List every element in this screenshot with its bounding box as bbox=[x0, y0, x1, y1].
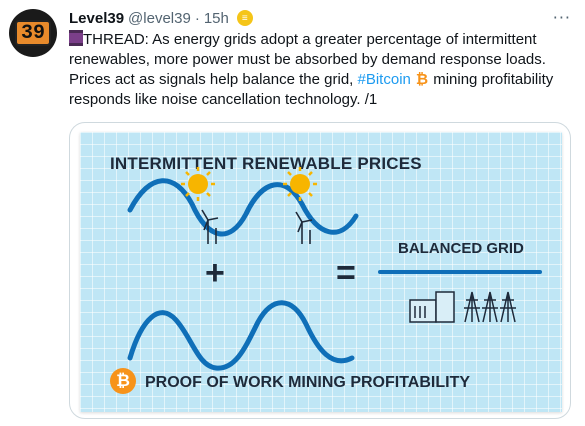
user-handle[interactable]: @level39 bbox=[128, 9, 191, 27]
plus-sign: + bbox=[205, 254, 225, 292]
infographic-title: INTERMITTENT RENEWABLE PRICES bbox=[110, 154, 422, 173]
tweet-text-part1: THREAD: As energy grids adopt a greater … bbox=[69, 31, 546, 88]
mining-profitability-wave bbox=[127, 300, 355, 371]
renewable-price-wave bbox=[127, 178, 359, 237]
sun-icon bbox=[283, 167, 317, 201]
balanced-grid-label: BALANCED GRID bbox=[398, 240, 524, 257]
sun-icon bbox=[181, 167, 215, 201]
tweet-text-part2: mining profitability responds like noise… bbox=[69, 71, 554, 108]
avatar-logo: 39 bbox=[15, 20, 51, 46]
pow-label: PROOF OF WORK MINING PROFITABILITY bbox=[145, 374, 471, 391]
avatar[interactable]: 39 bbox=[9, 9, 57, 57]
wind-turbine-icon bbox=[295, 211, 313, 244]
thread-spool-icon bbox=[69, 30, 83, 46]
hashtag-link[interactable]: #Bitcoin bbox=[357, 71, 411, 88]
bitcoin-emoji-icon: ₿ bbox=[415, 70, 429, 88]
status-emoji-icon: ≡ bbox=[236, 10, 253, 26]
display-name[interactable]: Level39 bbox=[69, 9, 125, 27]
more-options-button[interactable]: ··· bbox=[552, 8, 571, 27]
mining-facility-icon bbox=[409, 291, 455, 323]
tweet-header: Level39 @level39 · 15h ≡ bbox=[69, 8, 565, 28]
bitcoin-icon: ₿ bbox=[110, 368, 136, 394]
infographic: INTERMITTENT RENEWABLE PRICES bbox=[80, 132, 562, 412]
infographic-art: + = bbox=[127, 167, 542, 371]
tweet-media-image[interactable]: INTERMITTENT RENEWABLE PRICES bbox=[69, 122, 571, 419]
power-pylon-icon bbox=[464, 291, 516, 323]
timestamp[interactable]: 15h bbox=[203, 9, 229, 27]
separator-dot: · bbox=[194, 9, 200, 27]
equals-sign: = bbox=[336, 254, 356, 292]
tweet-text: THREAD: As energy grids adopt a greater … bbox=[69, 30, 569, 110]
wind-turbine-icon bbox=[201, 209, 219, 244]
